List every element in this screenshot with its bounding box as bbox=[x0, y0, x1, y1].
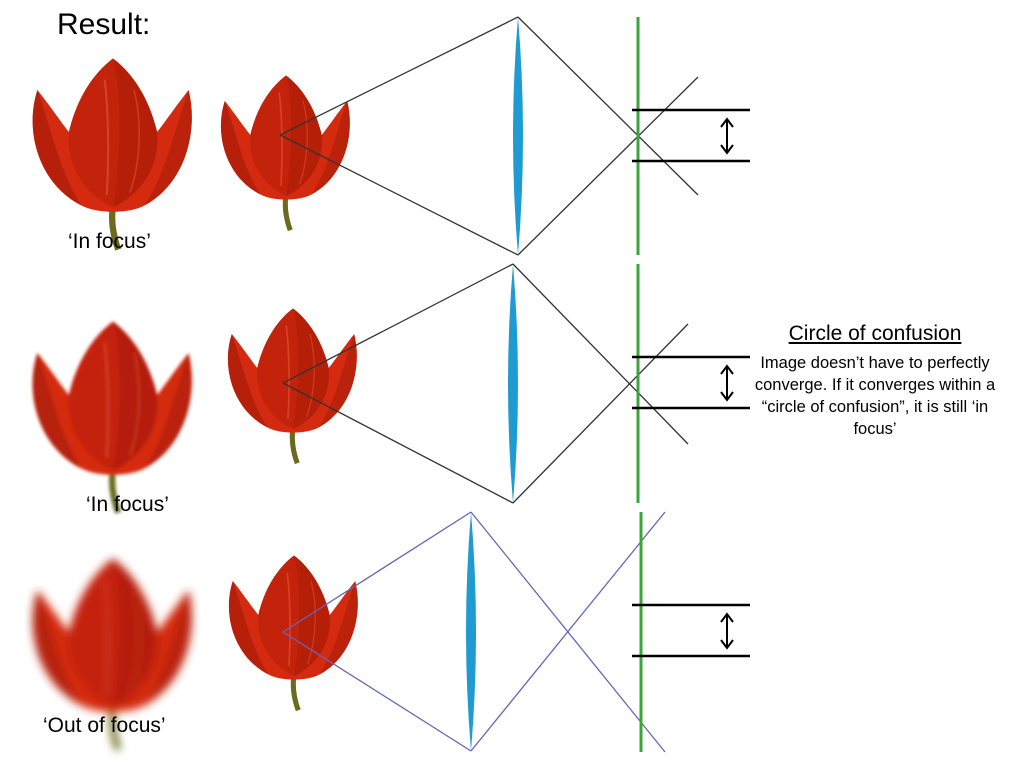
slide-title: Result: bbox=[57, 8, 151, 41]
caption-row2: ‘In focus’ bbox=[86, 493, 169, 516]
coc-bars-row2 bbox=[632, 355, 750, 410]
circle-of-confusion-heading: Circle of confusion bbox=[788, 322, 962, 345]
lens-row2 bbox=[508, 264, 518, 503]
caption-row3: ‘Out of focus’ bbox=[43, 714, 166, 737]
tulip-object-row3 bbox=[229, 556, 358, 711]
coc-bars-row3 bbox=[632, 603, 750, 658]
lens-row3 bbox=[466, 512, 476, 751]
tulip-result-sharp bbox=[33, 59, 192, 250]
tulip-object-row2 bbox=[228, 309, 357, 464]
rays-row3 bbox=[282, 511, 666, 753]
rays-row1 bbox=[279, 16, 699, 256]
tulip-object-row1 bbox=[221, 76, 350, 231]
double-arrow-icon bbox=[720, 613, 734, 649]
lens-row1 bbox=[513, 17, 523, 255]
caption-row1: ‘In focus’ bbox=[68, 230, 151, 253]
circle-of-confusion-body: Image doesn’t have to perfectly converge… bbox=[754, 354, 996, 438]
coc-bars-row1 bbox=[632, 108, 750, 163]
tulip-result-slight-blur bbox=[33, 322, 192, 513]
double-arrow-icon bbox=[720, 118, 734, 154]
double-arrow-icon bbox=[720, 365, 734, 401]
rays-row2 bbox=[282, 263, 689, 504]
